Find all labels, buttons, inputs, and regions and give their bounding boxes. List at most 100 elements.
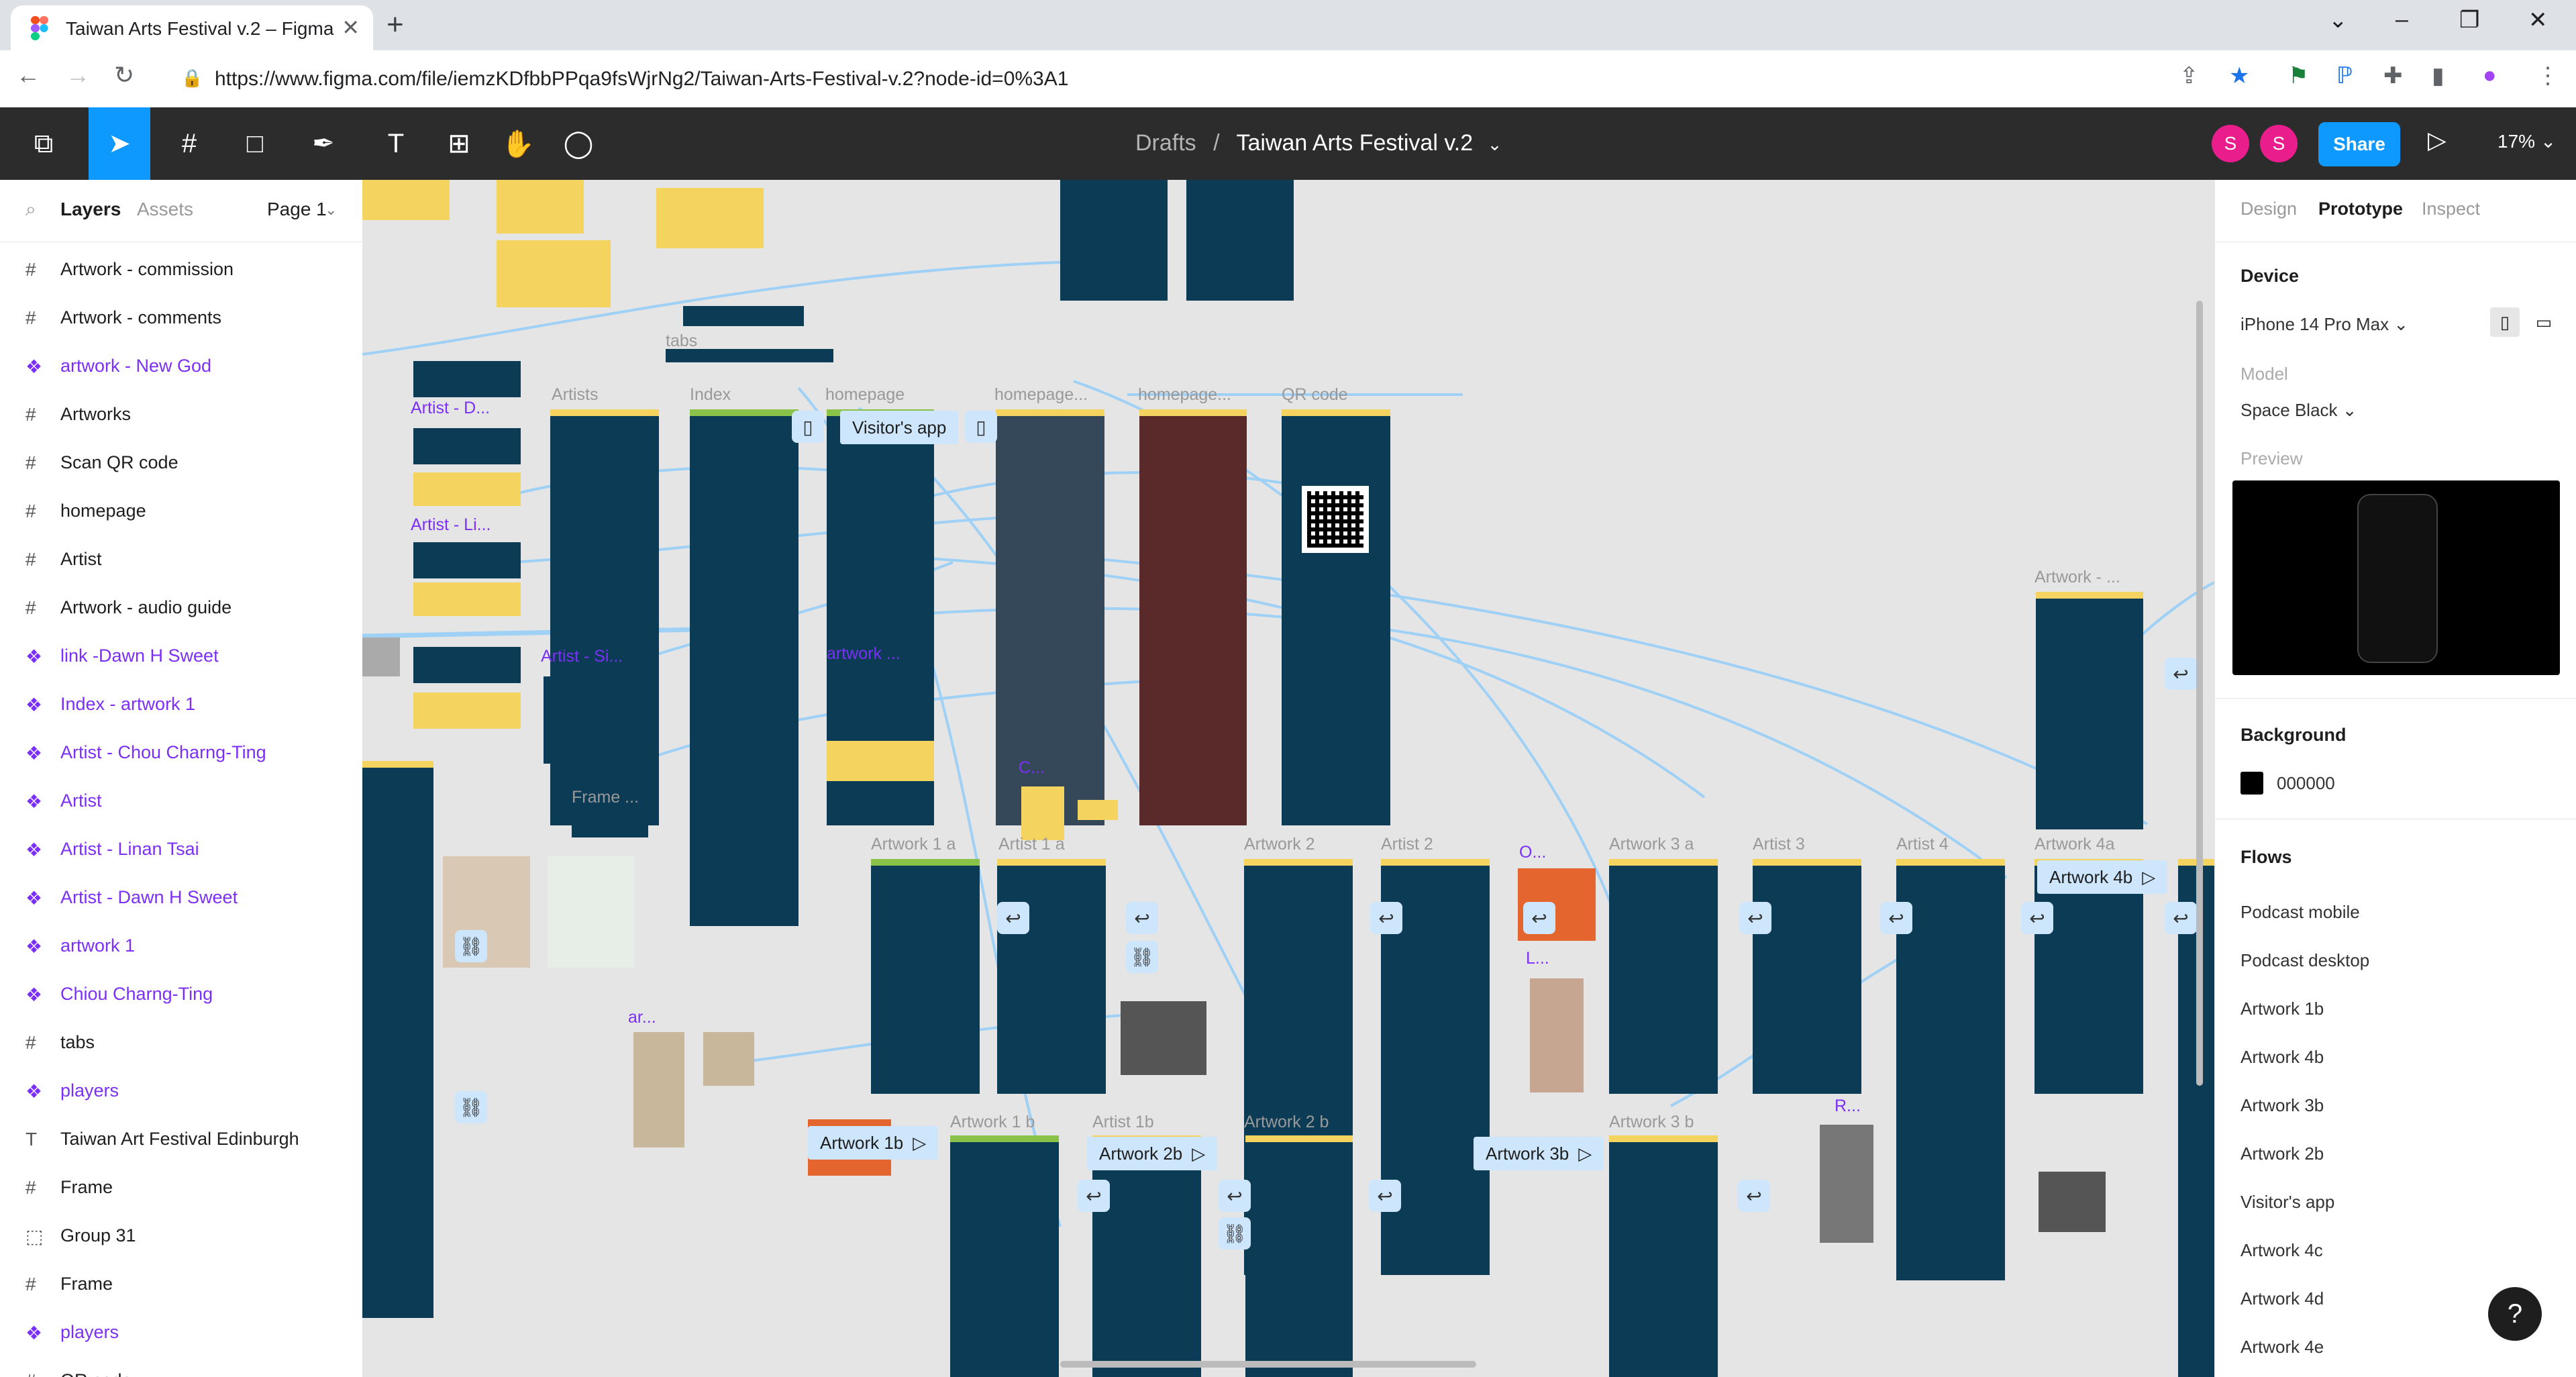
zoom-level[interactable]: 17% ⌄ [2497, 131, 2557, 152]
artist-card[interactable] [413, 647, 521, 683]
layer-row[interactable]: #Frame [0, 1164, 362, 1212]
artist-card[interactable] [413, 542, 521, 578]
artist-card[interactable] [544, 676, 652, 764]
layer-row[interactable]: #homepage [0, 487, 362, 536]
layer-row[interactable]: #Artwork - audio guide [0, 584, 362, 632]
frame-thumbnail[interactable] [362, 180, 450, 220]
back-arrow-icon[interactable]: ↩ [1739, 902, 1771, 934]
tab-prototype[interactable]: Prototype [2318, 199, 2404, 219]
collaborator-avatar[interactable]: S [2260, 125, 2298, 162]
bookmark-star-icon[interactable]: ★ [2229, 63, 2250, 89]
component-thumbnail[interactable] [2039, 1172, 2106, 1232]
flow-item[interactable]: Artwork 1b [2240, 999, 2324, 1019]
reload-icon[interactable]: ↻ [114, 61, 135, 89]
flow-item[interactable]: Artwork 2b [2240, 1143, 2324, 1164]
back-arrow-icon[interactable]: ↩ [1126, 902, 1158, 934]
layer-row[interactable]: ⬚Group 31 [0, 1212, 362, 1260]
component-thumbnail[interactable] [1820, 1125, 1873, 1243]
frame-thumbnail[interactable] [656, 188, 764, 248]
artwork-card[interactable] [827, 741, 934, 781]
artist-1a-frame[interactable] [997, 859, 1106, 1094]
minimize-button[interactable]: – [2395, 7, 2408, 32]
tab-close-icon[interactable]: ✕ [342, 15, 360, 40]
component-thumbnail[interactable] [1021, 786, 1064, 840]
layer-row[interactable]: ❖Artist - Linan Tsai [0, 825, 362, 874]
component-label[interactable]: R... [1835, 1096, 1861, 1115]
flow-item[interactable]: Visitor's app [2240, 1192, 2335, 1212]
frame-label[interactable]: Artwork 1 b [950, 1113, 1035, 1131]
frame-tool-icon[interactable]: # [181, 128, 197, 158]
back-arrow-icon[interactable]: ↩ [1738, 1180, 1770, 1212]
share-page-icon[interactable]: ⇪ [2179, 63, 2199, 89]
frame-label[interactable]: homepage [825, 385, 905, 404]
artwork-1b-frame[interactable] [950, 1135, 1059, 1377]
layer-row[interactable]: #Artwork - comments [0, 294, 362, 342]
frame-label[interactable]: tabs [666, 332, 698, 350]
play-icon[interactable]: ▷ [913, 1132, 927, 1153]
flow-start-artwork-2b[interactable]: Artwork 2b▷ [1087, 1137, 1218, 1170]
component-label[interactable]: ar... [628, 1008, 656, 1027]
flow-item[interactable]: Podcast desktop [2240, 950, 2370, 970]
hand-tool-icon[interactable]: ✋ [501, 129, 535, 159]
back-arrow-icon[interactable]: ← [16, 61, 40, 89]
frame-label[interactable]: Artwork 4a [2034, 835, 2115, 854]
play-icon[interactable]: ▷ [2142, 866, 2156, 887]
extensions-puzzle-icon[interactable]: ✚ [2383, 63, 2403, 89]
component-label[interactable]: O... [1519, 843, 1547, 862]
back-arrow-icon[interactable]: ↩ [1880, 902, 1912, 934]
layer-row[interactable]: ❖Artist - Chou Charng-Ting [0, 729, 362, 777]
frame-label[interactable]: Artwork 3 b [1609, 1113, 1694, 1131]
figma-main-menu-icon[interactable]: ⧉ [34, 128, 54, 158]
chevron-down-icon[interactable]: ⌄ [1487, 134, 1502, 154]
portrait-orientation-icon[interactable]: ▯ [2490, 307, 2520, 337]
flow-item[interactable]: Podcast mobile [2240, 902, 2360, 922]
component-label[interactable]: C... [1019, 758, 1045, 777]
artwork-1a-frame[interactable] [871, 859, 980, 1094]
frame-label[interactable]: Frame ... [572, 788, 639, 807]
artwork-3a-frame[interactable] [1609, 859, 1718, 1094]
flow-start-artwork-1b[interactable]: Artwork 1b▷ [808, 1126, 939, 1160]
artist-card[interactable] [413, 472, 521, 506]
side-panel-icon[interactable]: ▮ [2432, 63, 2444, 89]
layer-row[interactable]: ❖artwork 1 [0, 922, 362, 970]
back-arrow-icon[interactable]: ↩ [1523, 902, 1555, 934]
flow-item[interactable]: Artwork 4c [2240, 1240, 2323, 1260]
component-label[interactable]: artwork ... [827, 644, 900, 663]
link-icon[interactable]: ⛓ [455, 1091, 487, 1123]
back-arrow-icon[interactable]: ↩ [1369, 1180, 1401, 1212]
back-arrow-icon[interactable]: ↩ [1078, 1180, 1110, 1212]
frame-label[interactable]: Artists [552, 385, 599, 404]
component-label[interactable]: Artist - Li... [411, 515, 491, 534]
layer-row[interactable]: ❖Index - artwork 1 [0, 680, 362, 729]
browser-tab[interactable]: Taiwan Arts Festival v.2 – Figma ✕ [11, 5, 373, 50]
homepage-variant-frame[interactable] [1139, 409, 1247, 825]
breadcrumb-drafts[interactable]: Drafts [1135, 130, 1196, 156]
layer-row[interactable]: ❖players [0, 1309, 362, 1357]
frame-label[interactable]: Artwork 3 a [1609, 835, 1694, 854]
frame-label[interactable]: homepage... [1138, 385, 1231, 404]
frame-label[interactable]: Artwork - ... [2034, 568, 2120, 586]
back-arrow-icon[interactable]: ↩ [2165, 658, 2197, 690]
extension-p-icon[interactable]: ℙ [2336, 63, 2353, 89]
play-icon[interactable]: ▷ [1192, 1143, 1206, 1164]
layer-row[interactable]: #Artworks [0, 391, 362, 439]
frame-label[interactable]: Artist 4 [1896, 835, 1949, 854]
poster-image[interactable] [548, 856, 635, 968]
layer-row[interactable]: #Frame [0, 1260, 362, 1309]
link-icon[interactable]: ⛓ [1126, 941, 1158, 973]
artist-4-frame[interactable] [1896, 859, 2005, 1280]
new-tab-button[interactable]: + [387, 8, 404, 41]
tab-search-icon[interactable]: ⌄ [2328, 7, 2348, 33]
flow-start-visitors-app[interactable]: Visitor's app [840, 411, 959, 444]
chevron-down-icon[interactable]: ⌄ [325, 201, 338, 218]
frame-label[interactable]: QR code [1282, 385, 1348, 404]
share-button[interactable]: Share [2318, 122, 2400, 166]
collaborator-avatar[interactable]: S [2212, 125, 2249, 162]
text-tool-icon[interactable]: T [387, 128, 405, 158]
background-hex-input[interactable]: 000000 [2277, 773, 2335, 793]
device-select[interactable]: iPhone 14 Pro Max ⌄ [2240, 314, 2409, 334]
device-icon[interactable]: ▯ [965, 411, 997, 443]
file-name[interactable]: Taiwan Arts Festival v.2 [1236, 130, 1474, 156]
present-play-icon[interactable]: ▷ [2428, 126, 2446, 154]
